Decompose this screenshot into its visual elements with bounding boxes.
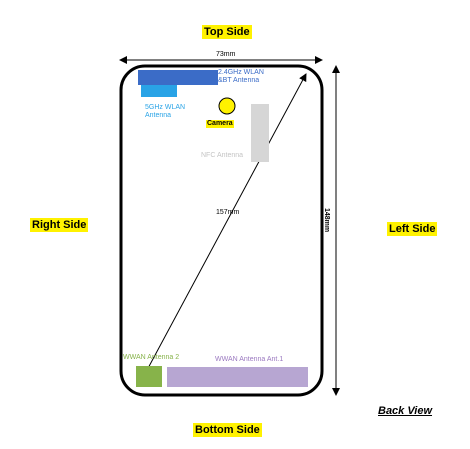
nfc-antenna — [251, 104, 269, 162]
wlan-24-line1: 2.4GHz WLAN — [218, 69, 264, 76]
camera-label: Camera — [206, 120, 234, 128]
left-side-label: Left Side — [387, 222, 438, 236]
back-view-label: Back View — [378, 405, 433, 417]
phone-outline — [119, 64, 324, 397]
wlan-5-line2: Antenna — [145, 112, 172, 119]
wlan-5-antenna — [141, 85, 177, 97]
wlan-5-antenna-label: 5GHz WLAN Antenna — [145, 104, 185, 120]
width-dimension-label: 73mm — [216, 51, 236, 58]
diagonal-dimension-label: 157mm — [216, 209, 240, 216]
wwan-antenna-2 — [136, 366, 162, 387]
top-side-label: Top Side — [202, 25, 252, 39]
wlan-5-line1: 5GHz WLAN — [145, 104, 186, 111]
right-side-label: Right Side — [30, 218, 89, 232]
wlan-24-antenna — [138, 70, 218, 85]
bottom-side-label: Bottom Side — [193, 423, 262, 437]
diagonal-arrow — [138, 73, 307, 386]
wwan-antenna-1 — [167, 367, 308, 387]
wlan-24-line2: &BT Antenna — [218, 77, 260, 84]
wwan-antenna-1-label: WWAN Antenna Ant.1 — [215, 356, 284, 363]
camera-circle — [218, 97, 236, 115]
nfc-antenna-label: NFC Antenna — [201, 152, 244, 159]
wwan-antenna-2-label: WWAN Antenna 2 — [123, 354, 180, 361]
height-dimension-label: 148mm — [323, 208, 330, 233]
wlan-24-antenna-label: 2.4GHz WLAN &BT Antenna — [218, 69, 264, 85]
